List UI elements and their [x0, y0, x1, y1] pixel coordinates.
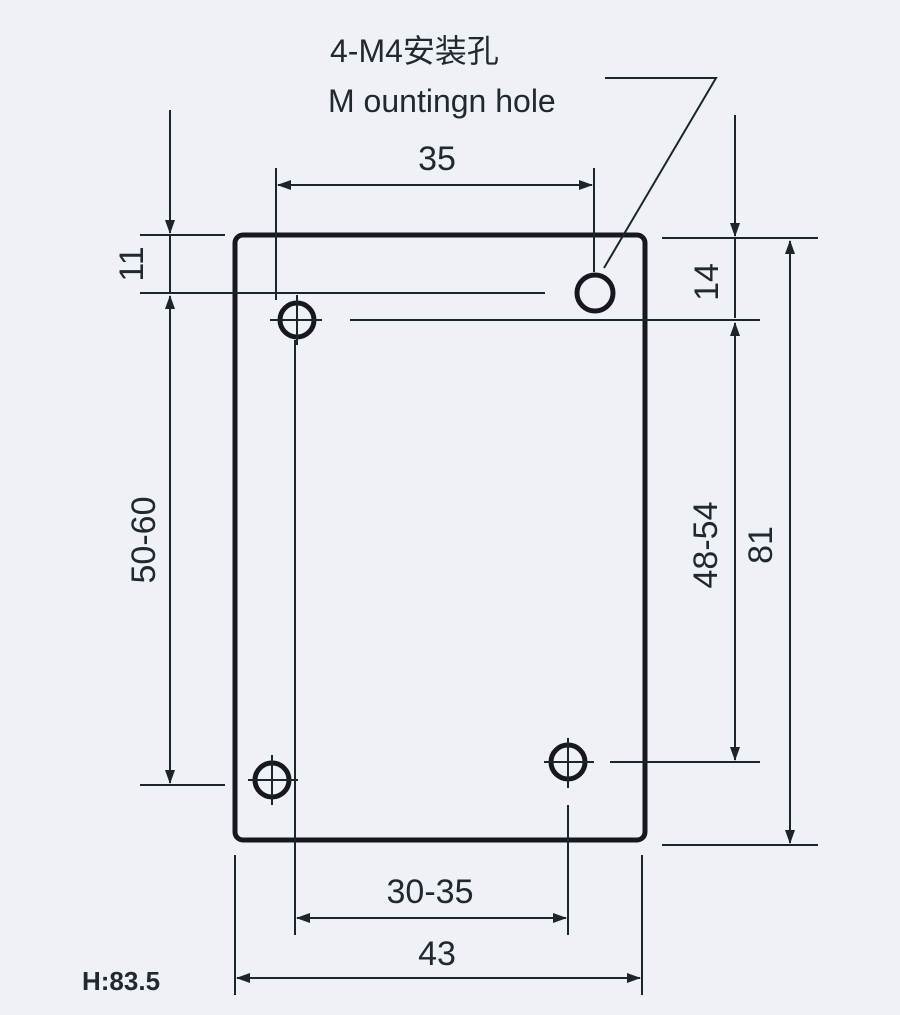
hole-top-right — [574, 272, 616, 314]
dim-left-top: 11 — [113, 246, 151, 281]
hole-bottom-left — [248, 755, 298, 805]
dim-top-width: 35 — [418, 140, 456, 178]
hole-bottom-right — [544, 738, 594, 788]
height-label: H:83.5 — [82, 966, 160, 996]
hole-top-left — [270, 295, 322, 345]
extension-lines — [140, 168, 818, 995]
note-leader-line — [603, 77, 718, 269]
dim-overall-height: 81 — [742, 526, 780, 564]
mounting-hole-note-en: M ountingn hole — [328, 83, 556, 119]
dim-left-span: 50-60 — [125, 497, 163, 584]
plate-outline — [232, 232, 648, 843]
mounting-hole-note-cn: 4-M4安装孔 — [330, 33, 499, 69]
dim-right-top: 14 — [688, 263, 726, 301]
dim-overall-width: 43 — [418, 935, 456, 973]
dim-bottom-span: 30-35 — [387, 873, 474, 911]
dim-right-span: 48-54 — [687, 502, 725, 589]
